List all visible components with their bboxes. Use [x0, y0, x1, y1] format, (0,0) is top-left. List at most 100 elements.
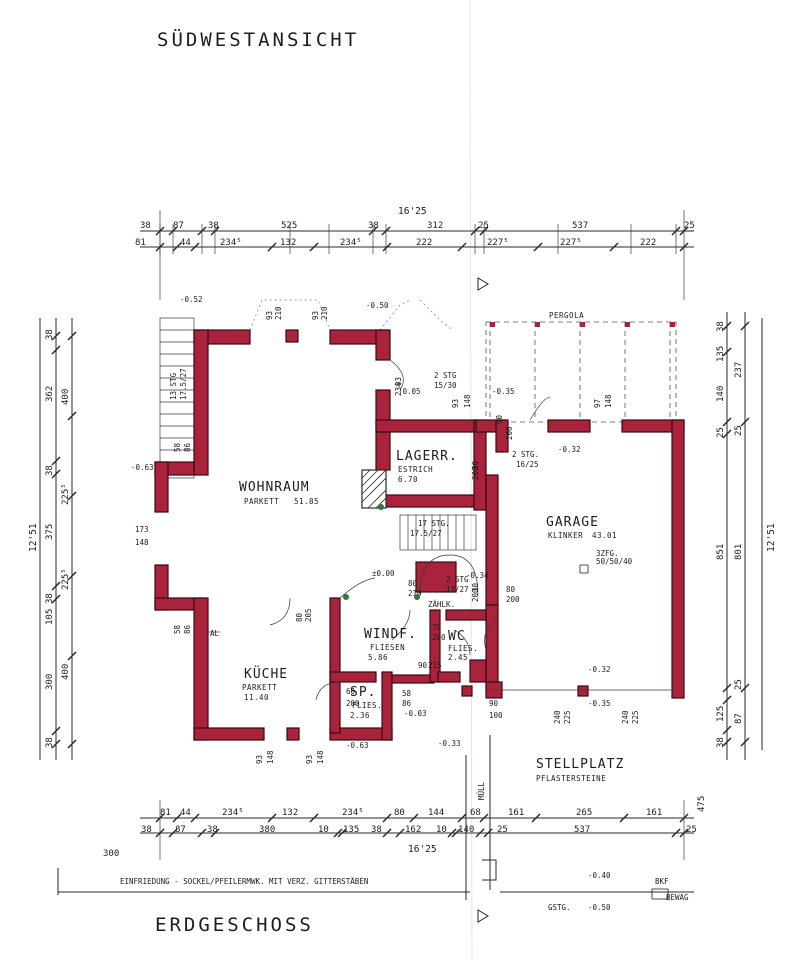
label-kfz2: 50/50/40 [596, 557, 633, 566]
right-dimension-chain: 12'51 38 135 140 25 851 25 125 38 237 80… [697, 312, 777, 812]
dim-right-in-4: 25 [734, 425, 744, 436]
room-wohnraum-floor: PARKETT [244, 497, 279, 506]
dim-left-7: 38 [45, 737, 55, 748]
stair-2stg: 2 STG [434, 371, 457, 380]
opening-dim-24: 86 [402, 699, 412, 708]
dim-bot-r2-7: 38 [371, 825, 382, 835]
dim-bot-3: 234⁵ [222, 808, 244, 818]
opening-dim-36: 148 [135, 538, 149, 547]
dim-right-6: 25 [734, 679, 744, 690]
opening-dim-11: 97 [593, 399, 602, 408]
dim-left-5: 38 [45, 593, 55, 604]
dim-bot-11: 161 [646, 808, 662, 818]
dim-bot-5: 234⁵ [342, 808, 364, 818]
dim-left-6: 300 [45, 674, 55, 690]
room-wc: WC [448, 629, 466, 644]
stair-2stg-c-ratio: 17/27 [446, 585, 469, 594]
opening-dim-19: 70 [432, 623, 442, 632]
opening-dim-31: 93 [305, 755, 314, 764]
opening-dim-17: 90 [418, 661, 428, 670]
muell-label: MÜLL [477, 781, 486, 800]
stair-2stg-c: 2 STG [446, 575, 469, 584]
opening-dim-20: 200 [432, 633, 446, 642]
dim-bot-8: 68 [470, 808, 481, 818]
total-width-bottom: 16'25 [408, 844, 437, 855]
exterior-stair: 13 STG 17.5/27 [159, 317, 195, 479]
label-zaehlk: ZÄHLK. [428, 600, 455, 609]
dim-right-4: 25 [716, 427, 726, 438]
opening-dim-8: 148 [463, 394, 472, 408]
chimney [361, 469, 387, 510]
dim-right-in-3: 87 [734, 713, 744, 724]
room-lagerr: LAGERR. [396, 449, 458, 464]
room-stellplatz-floor: PFLASTERSTEINE [536, 774, 606, 783]
stair-2stg-b-ratio: 16/25 [516, 460, 539, 469]
dim-top-1: 38 [140, 221, 151, 231]
level-11: -0.03 [404, 709, 427, 718]
room-lagerr-floor: ESTRICH [398, 465, 433, 474]
opening-dim-26: 200 [506, 595, 520, 604]
level-12: -0.33 [438, 739, 461, 748]
opening-dim-12: 148 [604, 394, 613, 408]
opening-dim-37: 58 [173, 442, 182, 452]
dim-top-2: 87 [173, 221, 184, 231]
level-m040: -0.40 [588, 871, 611, 880]
dim-top-r2-1: 81 [135, 238, 146, 248]
left-dimension-chain: 12'51 38 362 38 375 38 300 38 400 225⁵ 1… [28, 318, 77, 760]
dim-top-6: 312 [427, 221, 443, 231]
opening-dim-15: 80 [408, 579, 418, 588]
level-5: -0.32 [558, 445, 581, 454]
level-8: -0.34 [466, 571, 489, 580]
dim-right-3: 140 [716, 386, 726, 402]
room-sp: SP. [350, 685, 376, 700]
opening-dim-23: 58 [402, 689, 412, 698]
dim-top-5: 38 [368, 221, 379, 231]
top-dimension-chain: 16'25 38 87 38 525 38 312 25 537 25 81 4… [135, 206, 695, 300]
dim-left-in-4: 225⁵ [61, 568, 71, 590]
level-1: -0.52 [180, 295, 203, 304]
dim-bot-4: 132 [282, 808, 298, 818]
room-wohnraum-area: 51.85 [294, 497, 319, 506]
opening-dim-18: 215 [428, 661, 442, 670]
level-7: ±0.00 [372, 569, 395, 578]
stair-17stg-ratio: 17.5/27 [410, 529, 442, 538]
dim-bot-7: 144 [428, 808, 444, 818]
room-labels: WOHNRAUM PARKETT 51.85 KÜCHE PARKETT 11.… [239, 449, 624, 783]
opening-dim-14: 200 [471, 466, 480, 480]
room-windf: WINDF. [364, 627, 417, 642]
opening-dim-38: 86 [183, 442, 192, 452]
dim-bot-r2-11: 25 [497, 825, 508, 835]
dim-bot-r2-4: 380 [259, 825, 275, 835]
stair-2stg-ratio: 15/30 [434, 381, 457, 390]
opening-dim-42: 225 [563, 710, 572, 724]
dim-left-in-2: 225⁵ [61, 483, 71, 505]
dim-left-3: 38 [45, 465, 55, 476]
opening-dim-7: 93 [451, 399, 460, 408]
room-wc-floor: FLIES. [448, 644, 478, 653]
dim-bot-2: 44 [180, 808, 191, 818]
bottom-dimension-chain: 81 44 234⁵ 132 234⁵ 80 144 68 161 265 16… [103, 800, 697, 860]
dim-bot-r2-3: 38 [207, 825, 218, 835]
opening-dim-2: 210 [274, 306, 283, 320]
dim-bot-9: 161 [508, 808, 524, 818]
title-erdgeschoss: ERDGESCHOSS [155, 914, 314, 936]
dim-left-in-1: 400 [61, 389, 71, 405]
level-13: -0.63 [346, 741, 369, 750]
opening-dim-39: 58 [173, 624, 182, 634]
level-4: -0.35 [492, 387, 515, 396]
level-3: -0.05 [398, 387, 421, 396]
opening-dim-13: 30 [471, 460, 480, 470]
dim-right-5: 851 [716, 544, 726, 560]
dim-bot-6: 80 [394, 808, 405, 818]
dim-right-1: 38 [716, 321, 726, 332]
dim-bot-r2-5: 10 [318, 825, 329, 835]
dim-top-7: 25 [478, 221, 489, 231]
total-height-left: 12'51 [28, 523, 39, 552]
total-width-top: 16'25 [398, 206, 427, 217]
pergola: PERGOLA [485, 311, 677, 423]
bkf-label: BKF [655, 877, 669, 886]
dim-left-in-5: 400 [61, 664, 71, 680]
opening-dim-5: 93 [394, 377, 403, 386]
room-stellplatz: STELLPLATZ [536, 757, 624, 772]
